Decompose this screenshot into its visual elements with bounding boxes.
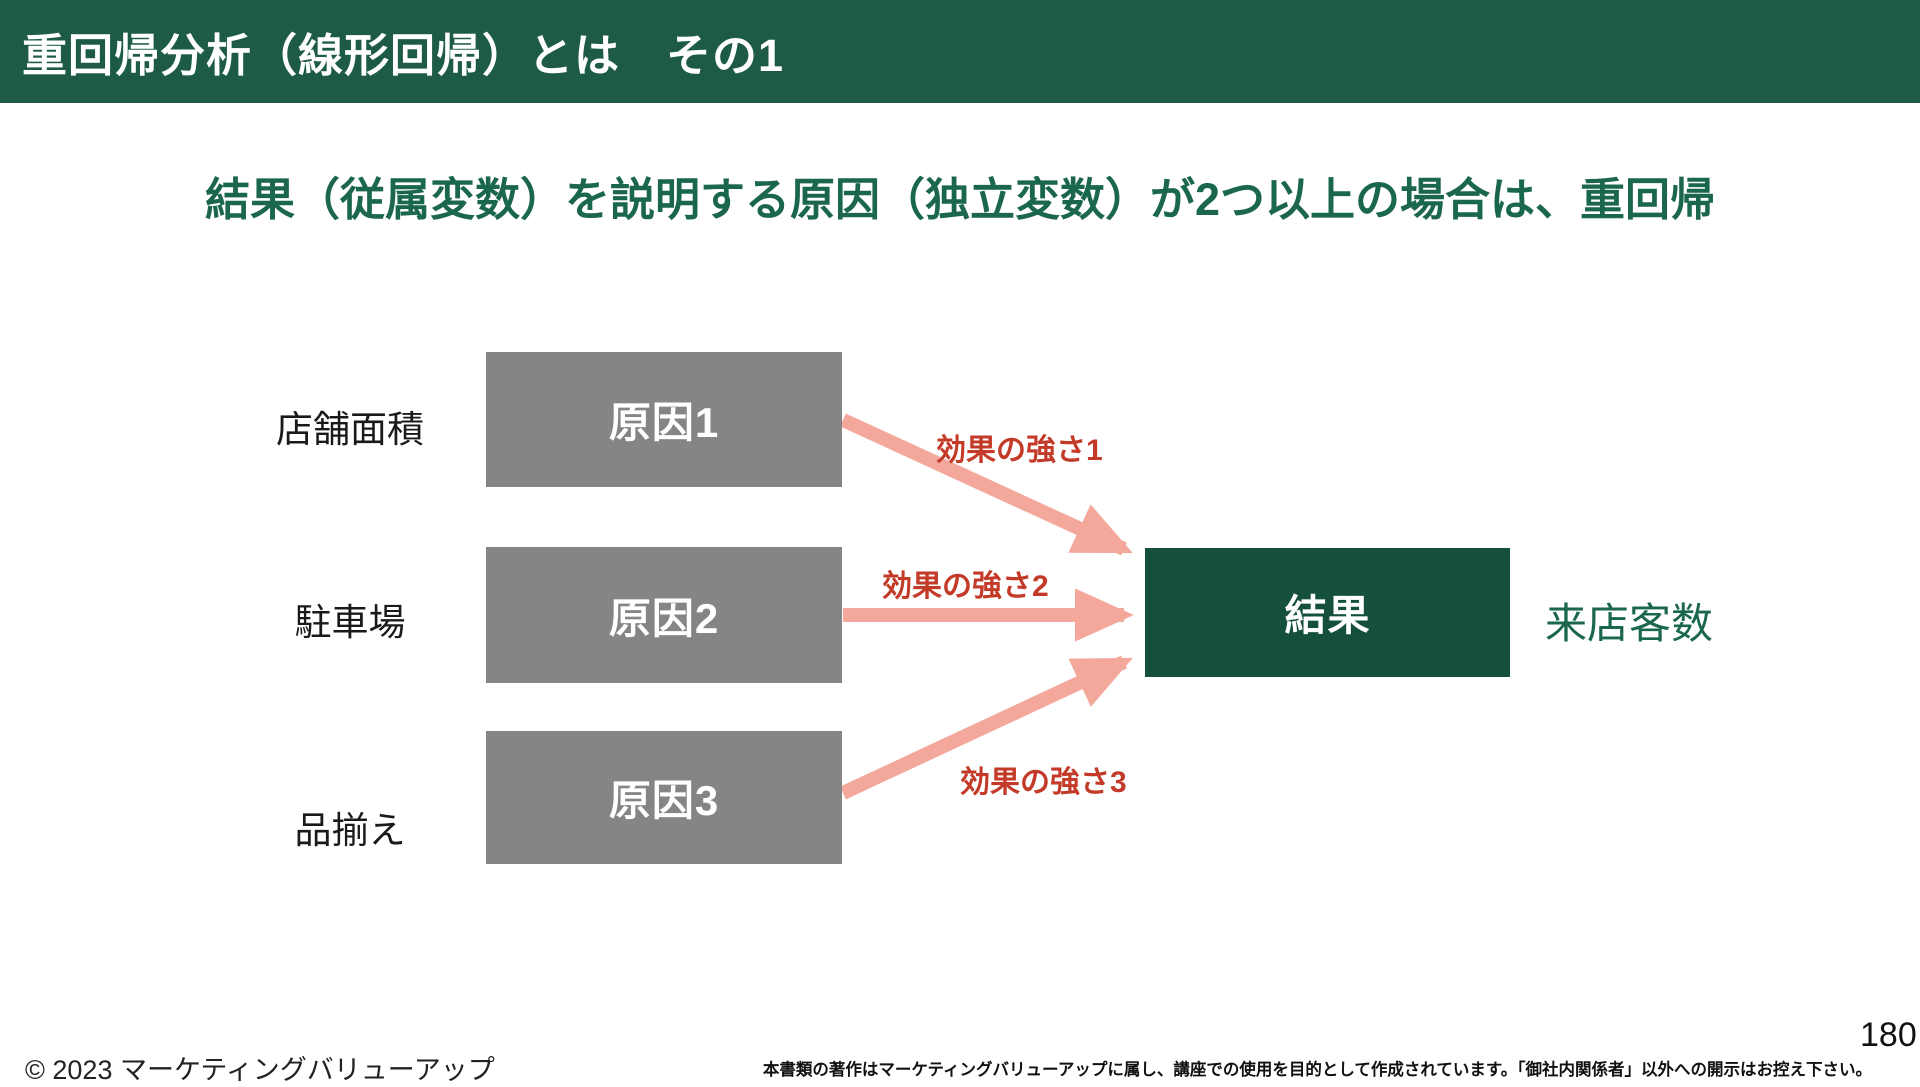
page-number: 180 [1860,1016,1917,1054]
cause3-external-label: 品揃え [294,810,406,851]
arrow1-label: 効果の強さ1 [936,434,1103,467]
cause1-box: 原因1 [486,352,842,487]
result-box: 結果 [1145,548,1510,677]
cause1-box-label: 原因1 [608,399,720,446]
copyright-text: © 2023 マーケティングバリューアップ [25,1055,495,1085]
cause2-external-label: 駐車場 [294,602,406,643]
cause2-box: 原因2 [486,547,842,683]
slide-title: 重回帰分析（線形回帰）とは その1 [22,30,785,81]
arrow3-label: 効果の強さ3 [960,766,1127,799]
disclaimer-text: 本書類の著作はマーケティングバリューアップに属し、講座での使用を目的として作成さ… [762,1061,1872,1079]
main-heading: 結果（従属変数）を説明する原因（独立変数）が2つ以上の場合は、重回帰 [204,174,1716,225]
cause3-box: 原因3 [486,731,842,864]
cause3-box-label: 原因3 [608,777,720,824]
header-bar: 重回帰分析（線形回帰）とは その1 [0,0,1920,103]
arrow2-label: 効果の強さ2 [882,570,1049,603]
cause1-external-label: 店舗面積 [276,409,424,450]
result-box-label: 結果 [1284,592,1371,639]
cause2-box-label: 原因2 [608,594,720,642]
result-external-label: 来店客数 [1545,600,1714,647]
